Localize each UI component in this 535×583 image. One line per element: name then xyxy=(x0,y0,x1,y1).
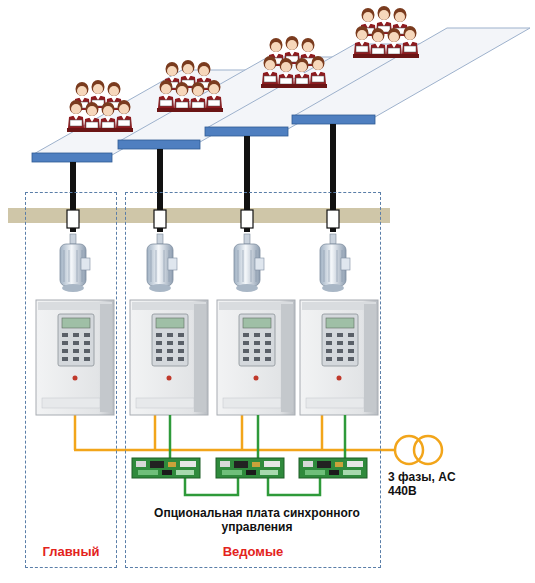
shaft-couplings xyxy=(67,210,339,228)
board-caption: Опциональная плата синхронного управлени… xyxy=(150,506,364,534)
sync-wiring xyxy=(170,415,345,495)
transformer-symbol xyxy=(395,436,442,464)
motors xyxy=(60,234,350,292)
supply-label: 3 фазы, AC 440В xyxy=(388,470,458,498)
inverters xyxy=(36,300,378,415)
group-label: Ведомые xyxy=(126,544,380,559)
drive-shafts xyxy=(70,124,336,232)
group-label: Главный xyxy=(26,544,116,559)
choir-groups xyxy=(67,6,419,132)
stage-platforms xyxy=(32,28,530,155)
option-boards xyxy=(132,458,367,478)
power-wiring xyxy=(74,415,396,450)
group-box: Главный xyxy=(25,192,117,568)
